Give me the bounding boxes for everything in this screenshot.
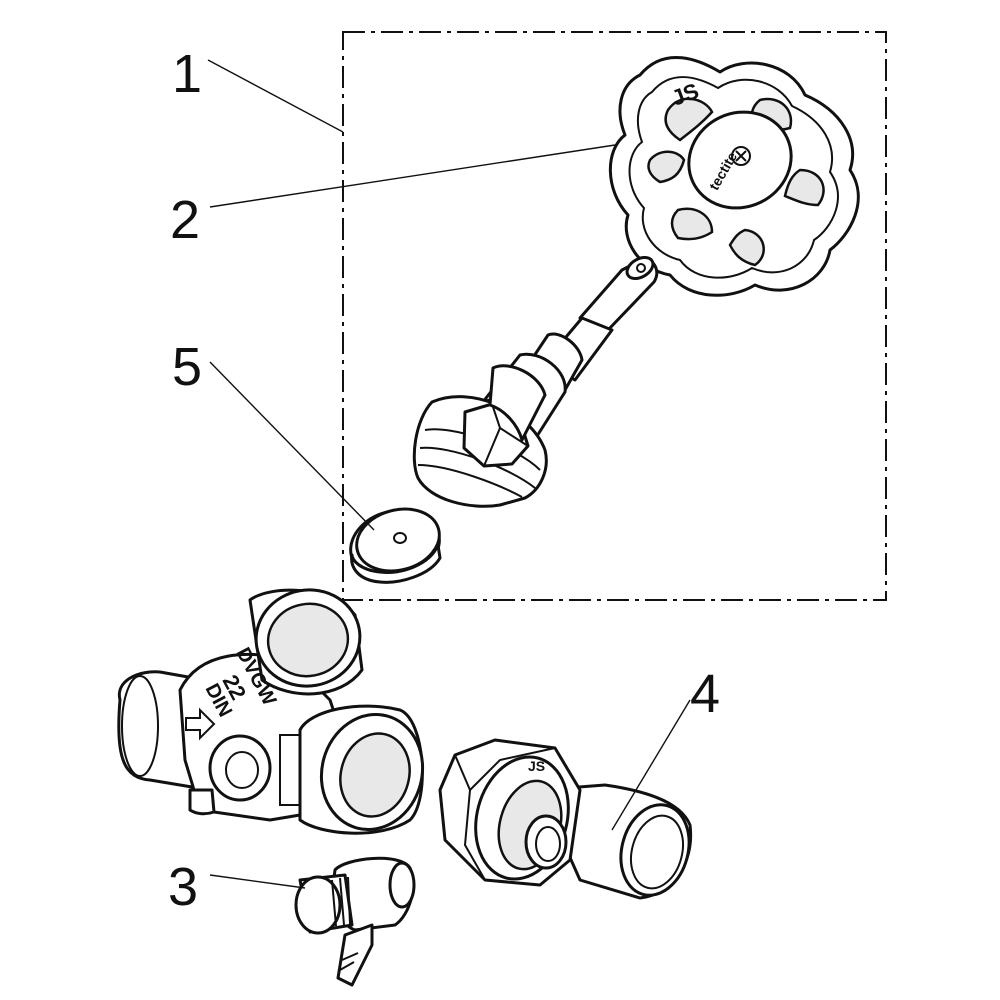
union-nut-tailpiece: JS (438, 738, 693, 900)
leader-2 (209, 144, 616, 208)
nut-logo-text: JS (528, 758, 545, 774)
callout-5: 5 (172, 337, 202, 397)
washer (349, 507, 442, 584)
callout-3: 3 (168, 857, 198, 917)
leader-5 (209, 361, 375, 531)
callout-4: 4 (690, 664, 720, 724)
leader-1 (207, 59, 344, 133)
handwheel: tectite JS (608, 55, 860, 297)
assembly-boundary (342, 31, 887, 601)
valve-spindle (412, 256, 659, 508)
drain-valve (294, 856, 416, 987)
leader-3 (209, 874, 306, 889)
leader-4 (611, 699, 691, 831)
valve-body: DVGW 22 DIN (117, 588, 425, 835)
callout-2: 2 (170, 190, 200, 250)
callout-1: 1 (172, 44, 202, 104)
